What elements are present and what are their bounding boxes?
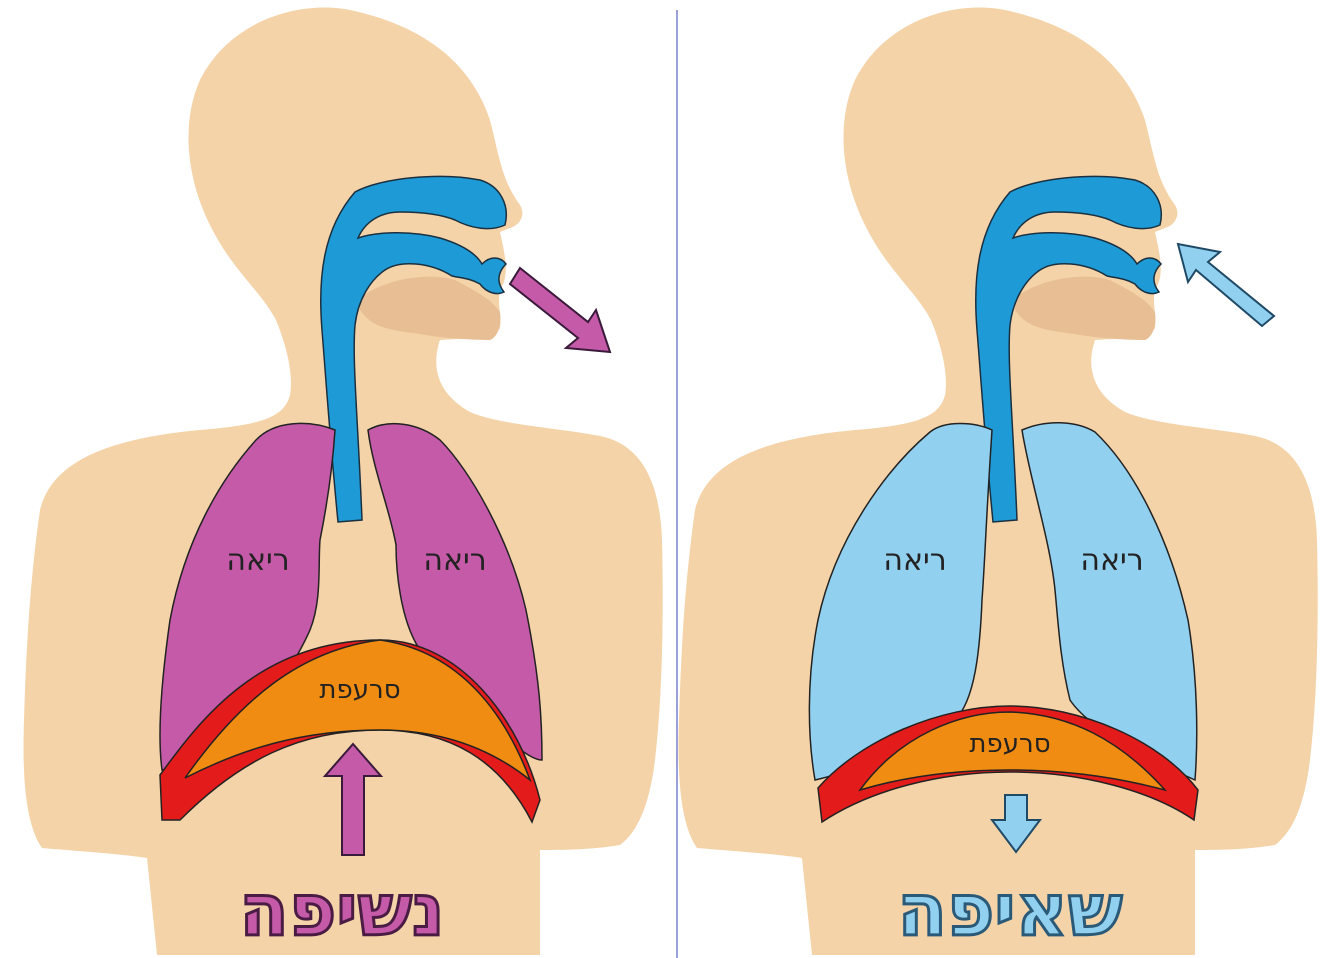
exhale-air-arrow bbox=[510, 268, 610, 352]
inhale-title: שאיפה bbox=[897, 868, 1122, 952]
exhale-diaphragm-label: סרעפת bbox=[319, 675, 400, 705]
inhale-air-arrow bbox=[1178, 244, 1274, 326]
exhale-title: נשיפה bbox=[239, 868, 444, 952]
exhale-panel: ריאה ריאה סרעפת נשיפה bbox=[24, 8, 663, 955]
exhale-right-lung-label: ריאה bbox=[423, 543, 486, 578]
inhale-left-lung-label: ריאה bbox=[883, 543, 946, 578]
inhale-panel bbox=[679, 8, 1318, 955]
exhale-left-lung-label: ריאה bbox=[226, 543, 289, 578]
inhale-diaphragm-label: סרעפת bbox=[969, 729, 1050, 759]
inhale-right-lung-label: ריאה bbox=[1080, 543, 1143, 578]
